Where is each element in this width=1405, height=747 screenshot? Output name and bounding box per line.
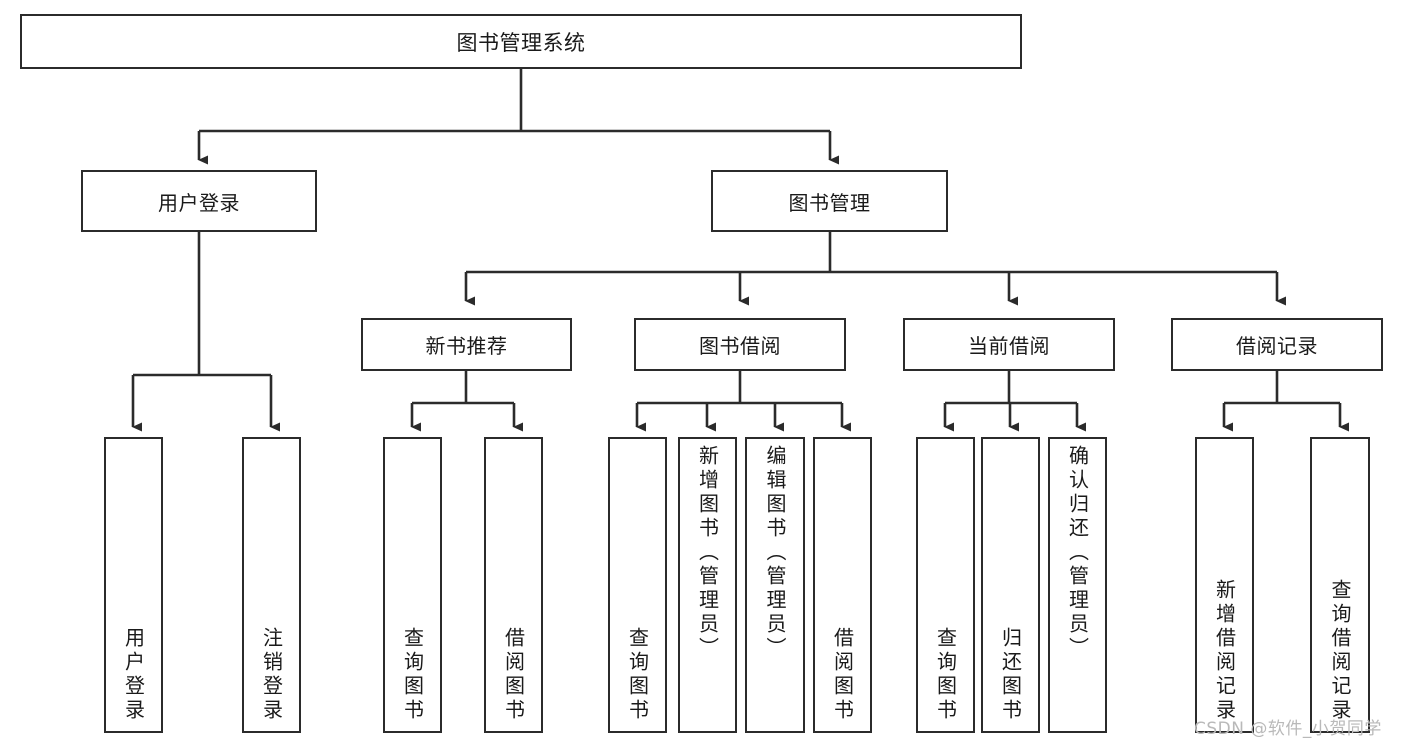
node-leaf-user-login-label: 用户登录 bbox=[121, 627, 146, 723]
node-leaf-query-borrow-record[interactable]: 查询借阅记录 bbox=[1310, 437, 1370, 733]
node-leaf-logout-login-label: 注销登录 bbox=[259, 627, 284, 723]
node-new-book-recommend-label: 新书推荐 bbox=[425, 334, 508, 358]
node-current-borrow-label: 当前借阅 bbox=[968, 334, 1050, 358]
node-leaf-query-book-current-label: 查询图书 bbox=[933, 627, 958, 723]
node-leaf-return-book-label: 归还图书 bbox=[998, 627, 1023, 723]
node-leaf-confirm-return[interactable]: 确认归还（管理员） bbox=[1048, 437, 1107, 733]
node-leaf-query-book-borrow-label: 查询图书 bbox=[625, 627, 650, 723]
node-leaf-query-book-new[interactable]: 查询图书 bbox=[383, 437, 442, 733]
node-current-borrow[interactable]: 当前借阅 bbox=[903, 318, 1115, 371]
node-leaf-borrow-book-borrow-label: 借阅图书 bbox=[830, 627, 855, 723]
node-leaf-borrow-book-new[interactable]: 借阅图书 bbox=[484, 437, 543, 733]
node-user-login-label: 用户登录 bbox=[158, 190, 240, 215]
node-leaf-add-borrow-record-label: 新增借阅记录 bbox=[1212, 579, 1237, 723]
node-leaf-query-borrow-record-label: 查询借阅记录 bbox=[1328, 579, 1352, 723]
node-leaf-borrow-book-new-label: 借阅图书 bbox=[501, 627, 526, 723]
node-leaf-query-book-new-label: 查询图书 bbox=[400, 627, 425, 723]
node-leaf-query-book-borrow[interactable]: 查询图书 bbox=[608, 437, 667, 733]
node-leaf-edit-book-label: 编辑图书（管理员） bbox=[763, 445, 787, 661]
node-book-borrow[interactable]: 图书借阅 bbox=[634, 318, 846, 371]
node-book-manage-label: 图书管理 bbox=[788, 190, 871, 215]
node-leaf-return-book[interactable]: 归还图书 bbox=[981, 437, 1040, 733]
node-leaf-confirm-return-label: 确认归还（管理员） bbox=[1065, 445, 1090, 661]
node-book-borrow-label: 图书借阅 bbox=[699, 334, 781, 358]
node-leaf-logout-login[interactable]: 注销登录 bbox=[242, 437, 301, 733]
node-borrow-record[interactable]: 借阅记录 bbox=[1171, 318, 1383, 371]
node-leaf-user-login[interactable]: 用户登录 bbox=[104, 437, 163, 733]
node-new-book-recommend[interactable]: 新书推荐 bbox=[361, 318, 572, 371]
csdn-watermark: CSDN @软件_小贺同学 bbox=[1194, 719, 1382, 739]
node-leaf-borrow-book-borrow[interactable]: 借阅图书 bbox=[813, 437, 872, 733]
node-user-login[interactable]: 用户登录 bbox=[81, 170, 317, 232]
node-borrow-record-label: 借阅记录 bbox=[1236, 334, 1318, 358]
node-leaf-add-book-label: 新增图书（管理员） bbox=[695, 445, 720, 661]
node-root-label: 图书管理系统 bbox=[456, 30, 586, 55]
node-leaf-edit-book[interactable]: 编辑图书（管理员） bbox=[745, 437, 805, 733]
node-leaf-add-borrow-record[interactable]: 新增借阅记录 bbox=[1195, 437, 1254, 733]
node-leaf-query-book-current[interactable]: 查询图书 bbox=[916, 437, 975, 733]
node-leaf-add-book[interactable]: 新增图书（管理员） bbox=[678, 437, 737, 733]
node-book-manage[interactable]: 图书管理 bbox=[711, 170, 948, 232]
node-root-book-management-system[interactable]: 图书管理系统 bbox=[20, 14, 1022, 69]
